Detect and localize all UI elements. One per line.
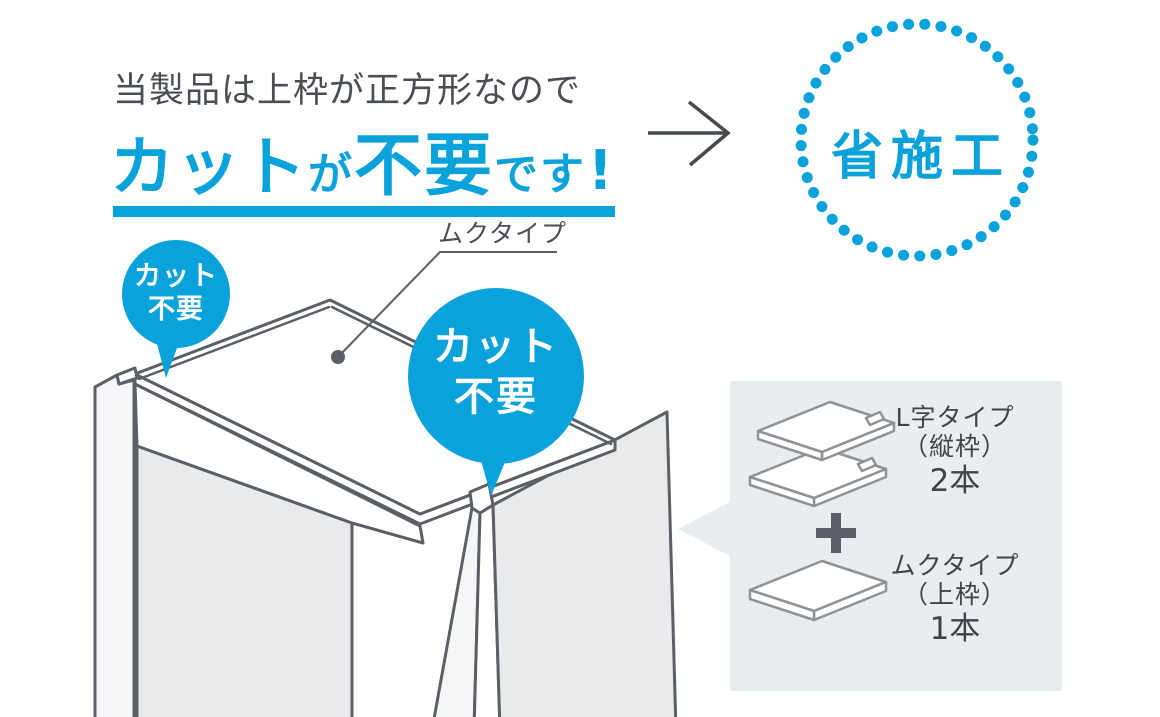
title-word-ga: が [308,149,354,200]
panel-item-sub: （縦枠） [902,432,1007,461]
part-label-leader-dot [331,350,345,364]
benefit-badge-label: 省施工 [830,127,1011,187]
muku-board-icon [748,559,888,622]
left-jamb-outer-face [93,373,136,717]
arrow-right-icon [648,100,731,167]
headline-title: カット が 不要 です ! [110,110,615,209]
right-jamb-reveal-face [432,506,482,717]
title-exclamation: ! [588,139,615,202]
panel-item-qty: 1本 [929,611,981,647]
headline-subtitle: 当製品は上枠が正方形なので [113,71,582,111]
panel-item-name: L字タイプ [895,403,1015,432]
panel-item-name: ムクタイプ [890,551,1020,580]
panel-item-sub: （上枠） [902,580,1007,609]
plus-icon [816,513,856,553]
left-corner-notch [115,366,139,386]
panel-item-l-type: L字タイプ （縦枠） 2本 [880,403,1030,498]
callout-left-line2: 不要 [148,294,204,325]
callout-left-line1: カット [134,261,218,292]
parts-panel: L字タイプ （縦枠） 2本 ムクタイプ （上枠） 1本 [730,381,1062,691]
callout-left: カット 不要 [122,240,230,348]
title-word-desu: です [494,149,587,200]
part-label-leader-line [337,251,557,358]
callout-right-line2: 不要 [454,374,538,420]
title-word-cut: カット [110,131,308,205]
door-frame-illustration [93,251,678,717]
title-word-fuyou: 不要 [354,127,495,206]
l-type-boards-icon [748,400,896,508]
title-underline [113,206,615,217]
panel-item-muku-type: ムクタイプ （上枠） 1本 [880,551,1030,646]
panel-item-qty: 2本 [929,463,981,499]
benefit-badge: 省施工 [788,11,1046,269]
parts-panel-tail [678,502,730,556]
part-label: ムクタイプ [438,219,568,248]
callout-right-line1: カット [433,324,559,370]
dotted-circle-icon [795,18,1039,262]
callout-right: カット 不要 [408,288,584,464]
